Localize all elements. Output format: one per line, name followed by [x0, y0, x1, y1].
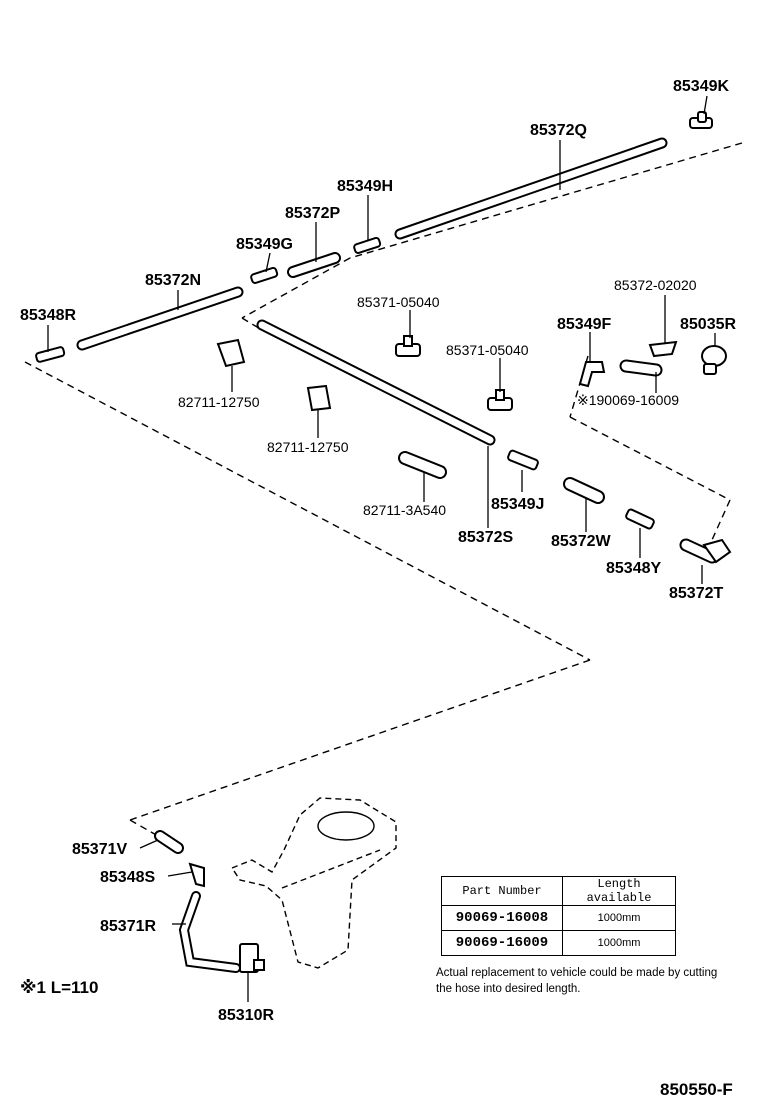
label-82711-12750-b: 82711-12750: [267, 439, 349, 455]
label-85348S: 85348S: [100, 869, 155, 886]
connector-85349K: [689, 111, 713, 129]
connector-85348R: [35, 346, 66, 363]
table-header-row: Part Number Length available: [441, 876, 676, 906]
clip-85371-05040-a: [395, 335, 421, 357]
label-85372S: 85372S: [458, 529, 513, 546]
label-85372Q: 85372Q: [530, 122, 587, 139]
label-85349G: 85349G: [236, 236, 293, 253]
label-85035R: 85035R: [680, 316, 736, 333]
part-labels: 85349K 85372Q 85349H 85372P 85349G 85372…: [20, 78, 736, 1024]
joint-85372T: [702, 538, 732, 564]
table-cell-length: 1000mm: [562, 905, 676, 931]
label-85348R: 85348R: [20, 307, 76, 324]
label-85372P: 85372P: [285, 205, 340, 222]
hose-85372N: [76, 286, 244, 351]
table-cell-part: 90069-16008: [441, 905, 563, 931]
label-90069-16009: ※190069-16009: [577, 392, 679, 408]
label-85310R: 85310R: [218, 1007, 274, 1024]
replacement-note: Actual replacement to vehicle could be m…: [436, 967, 718, 995]
hose-85371V: [154, 830, 184, 854]
label-85371-05040-a: 85371-05040: [357, 294, 440, 310]
label-85348Y: 85348Y: [606, 560, 661, 577]
grommet-85372-02020: [648, 340, 678, 358]
clip-82711-12750-a: [216, 338, 246, 368]
diagram-code: 850550-F: [660, 1080, 733, 1099]
label-85372T: 85372T: [669, 585, 723, 602]
table-header-length: Length available: [562, 876, 676, 906]
connector-85349H: [353, 236, 382, 254]
nozzle-85035R: [701, 345, 727, 375]
leader-lines: [47, 95, 716, 1002]
hose-85372T: [679, 538, 719, 564]
connector-85348S: [188, 862, 205, 888]
hose-85372W: [563, 477, 605, 504]
hose-82711-3A540: [398, 451, 447, 479]
table-cell-part: 90069-16009: [441, 930, 563, 956]
table-row: 90069-16008 1000mm: [441, 905, 676, 931]
connector-85349F: [578, 361, 606, 388]
label-85349J: 85349J: [491, 496, 544, 513]
label-85349K: 85349K: [673, 78, 729, 95]
connector-85348Y: [625, 508, 655, 530]
connector-85349J: [507, 449, 539, 471]
footnote-length: ※1 L=110: [20, 978, 99, 997]
label-85372N: 85372N: [145, 272, 201, 289]
label-82711-12750-a: 82711-12750: [178, 394, 260, 410]
label-85371R: 85371R: [100, 918, 156, 935]
label-85349F: 85349F: [557, 316, 611, 333]
clip-82711-12750-b: [306, 384, 332, 412]
table-cell-length: 1000mm: [562, 930, 676, 956]
label-82711-3A540: 82711-3A540: [363, 502, 446, 518]
hose-85372S: [256, 319, 496, 446]
hose-85372P: [287, 252, 341, 278]
hose-85371R: [178, 891, 241, 973]
clip-85371-05040-b: [487, 389, 513, 411]
label-85372W: 85372W: [551, 533, 611, 550]
label-85349H: 85349H: [337, 178, 393, 195]
label-85371-05040-b: 85371-05040: [446, 342, 529, 358]
dashed-assembly-lines: [24, 142, 743, 841]
washer-tank: [230, 797, 397, 969]
label-85371V: 85371V: [72, 841, 127, 858]
table-header-part-number: Part Number: [441, 876, 563, 906]
table-row: 90069-16009 1000mm: [441, 930, 676, 956]
label-85372-02020: 85372-02020: [614, 277, 697, 293]
hose-85372Q: [394, 137, 668, 240]
pump-85310R: [239, 943, 265, 973]
hose-90069-16009: [619, 359, 663, 377]
connector-85349G: [250, 266, 279, 284]
hose-length-table: Part Number Length available 90069-16008…: [441, 876, 676, 956]
